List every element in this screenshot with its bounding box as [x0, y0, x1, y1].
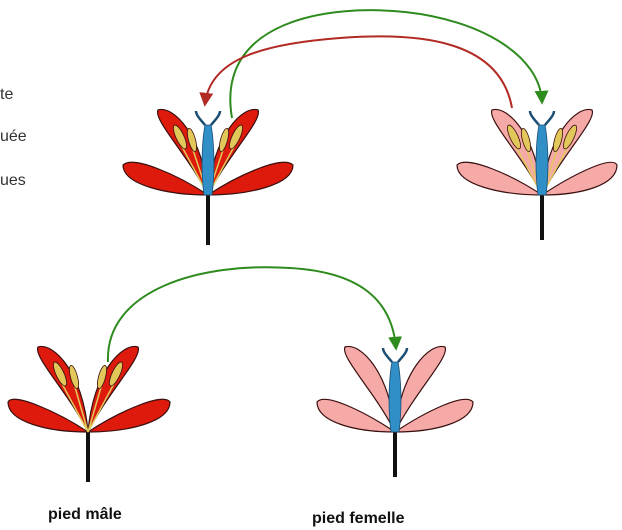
arrow-green-top [230, 10, 542, 118]
flower-top-right [457, 109, 617, 240]
flower-bottom-left [8, 346, 170, 482]
flower-top-left [123, 109, 293, 245]
caption-male: pied mâle [48, 506, 122, 524]
caption-female: pied femelle [312, 510, 404, 528]
flower-bottom-right [317, 346, 473, 477]
